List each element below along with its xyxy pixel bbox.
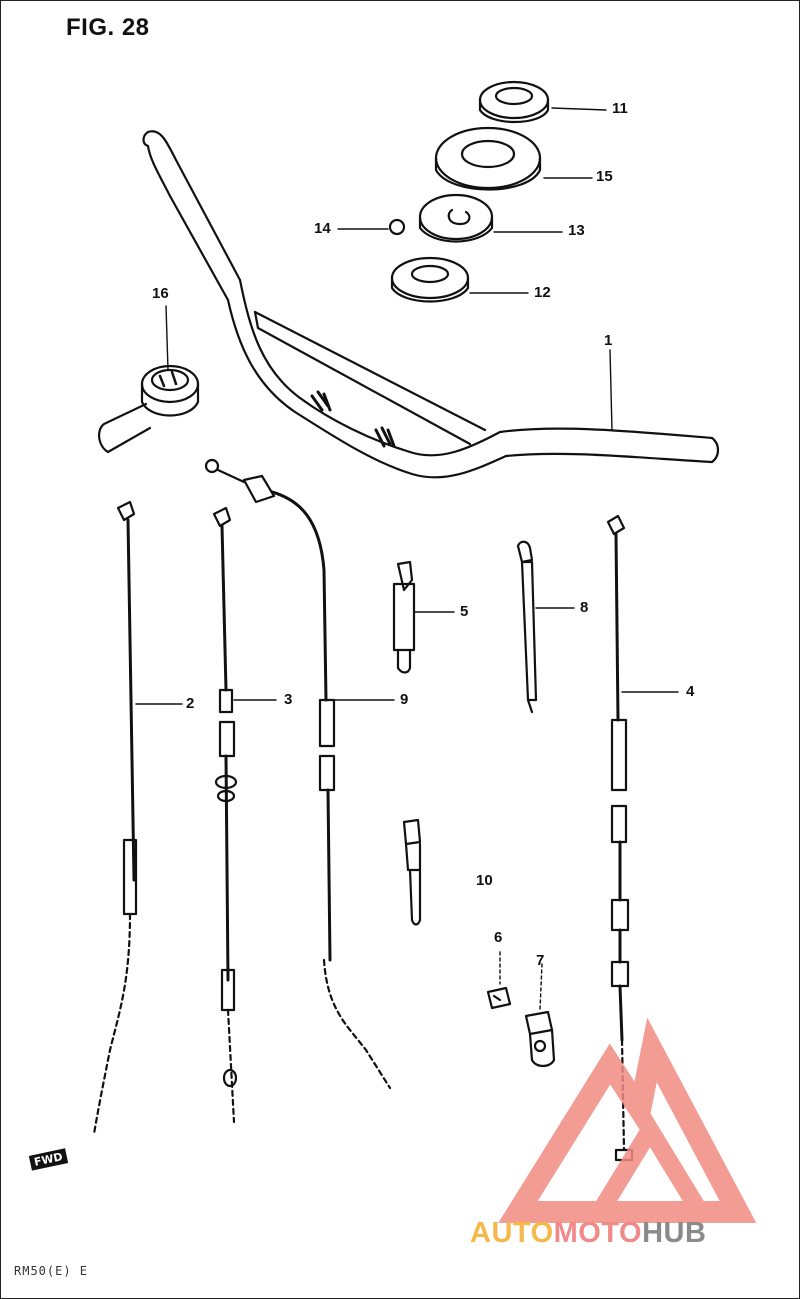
callout-8: 8 <box>580 599 589 616</box>
part-6 <box>486 986 512 1010</box>
callout-16: 16 <box>152 285 169 302</box>
callout-4: 4 <box>686 683 695 700</box>
part-7 <box>524 1010 556 1068</box>
callout-2: 2 <box>186 695 195 712</box>
callout-9: 9 <box>400 691 409 708</box>
handlebar <box>142 130 720 479</box>
watermark-text: AUTOMOTOHUB <box>470 1217 706 1250</box>
part-8 <box>516 540 538 714</box>
cable-9 <box>204 458 392 1090</box>
watermark-moto: MOTO <box>553 1217 643 1249</box>
watermark-auto: AUTO <box>470 1217 554 1249</box>
footer-code: RM50(E) E <box>14 1264 89 1278</box>
callout-3: 3 <box>284 691 293 708</box>
callout-10: 10 <box>476 872 493 889</box>
throttle-housing <box>98 364 200 454</box>
callout-1: 1 <box>604 332 613 349</box>
part-10 <box>402 818 422 926</box>
callout-11: 11 <box>612 100 628 117</box>
watermark-hub: HUB <box>642 1217 707 1249</box>
callout-5: 5 <box>460 603 469 620</box>
bearing-stack <box>388 80 550 303</box>
cable-2 <box>92 500 138 1136</box>
watermark-logo <box>498 1017 757 1223</box>
callout-6: 6 <box>494 929 503 946</box>
figure-title: FIG. 28 <box>66 14 150 41</box>
leader-lines <box>135 107 679 1011</box>
callout-7: 7 <box>536 952 545 969</box>
callout-14: 14 <box>314 220 331 237</box>
callout-13: 13 <box>568 222 585 239</box>
callout-15: 15 <box>596 168 613 185</box>
part-5 <box>392 560 416 674</box>
cable-3 <box>212 506 238 1124</box>
callout-12: 12 <box>534 284 551 301</box>
